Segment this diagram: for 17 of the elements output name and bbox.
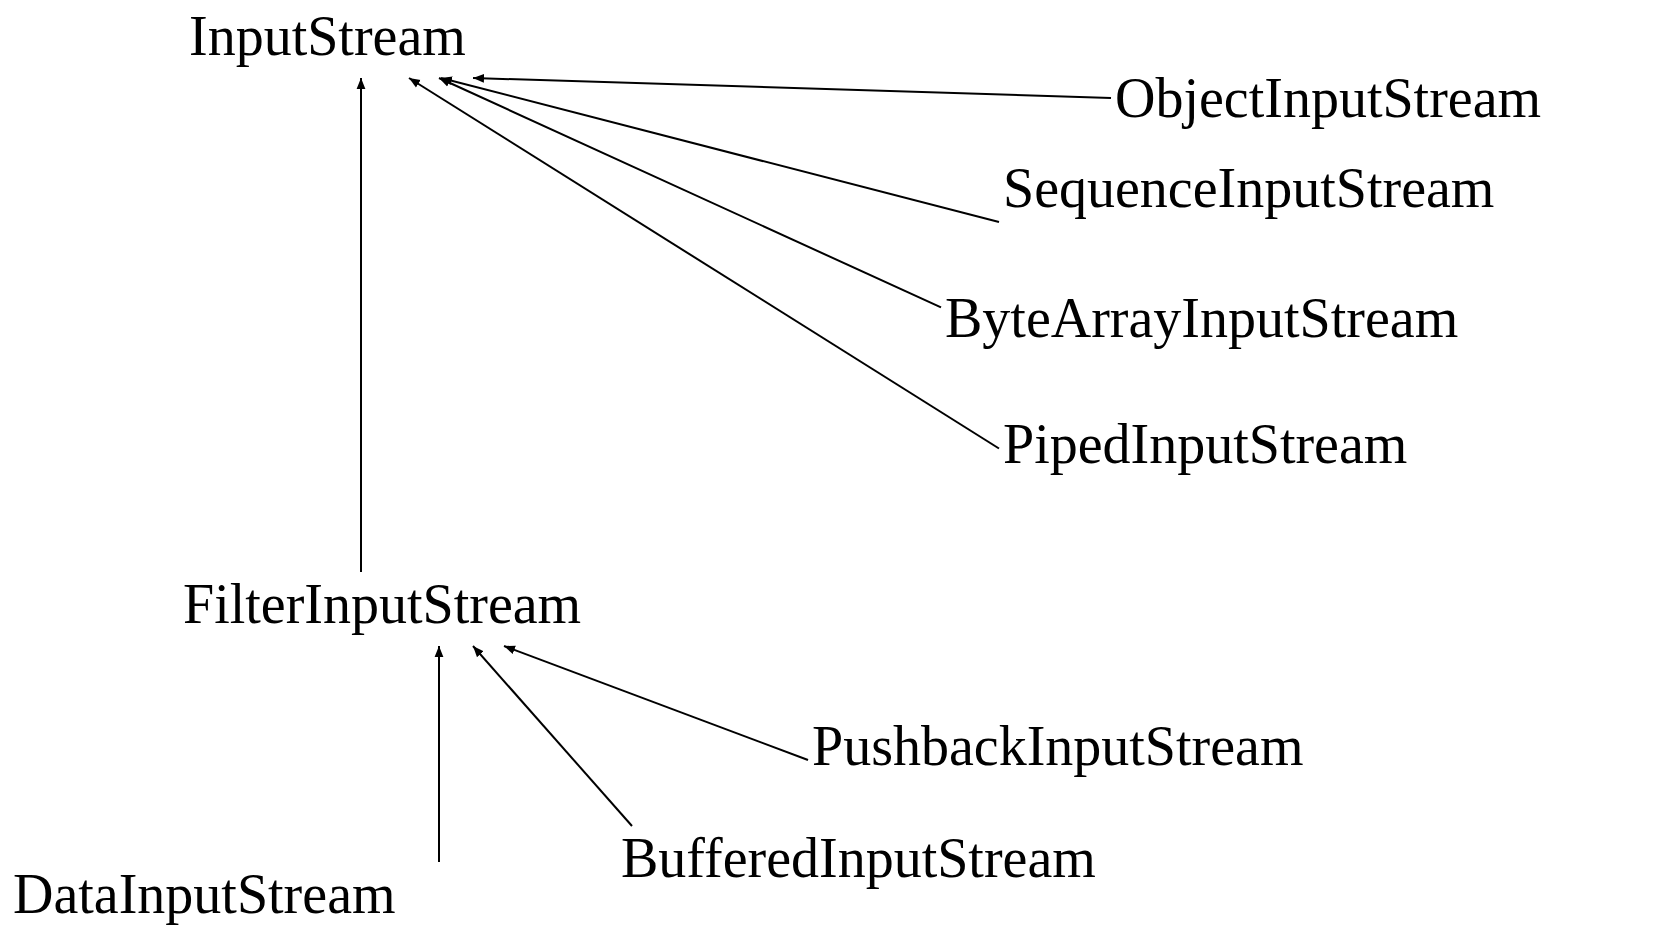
- class-label: SequenceInputStream: [999, 156, 1499, 230]
- inheritance-arrow: [434, 645, 444, 863]
- inheritance-arrow: [440, 76, 1000, 223]
- inheritance-arrow: [356, 77, 366, 573]
- class-label: FilterInputStream: [179, 572, 586, 646]
- inheritance-arrow: [438, 77, 942, 309]
- class-label: PushbackInputStream: [808, 714, 1308, 788]
- class-label: DataInputStream: [9, 862, 400, 935]
- inheritance-arrow: [472, 645, 633, 827]
- class-label: BufferedInputStream: [617, 826, 1100, 900]
- inheritance-arrow: [503, 645, 809, 761]
- inheritance-arrow: [408, 77, 1000, 450]
- inheritance-arrow: [472, 73, 1112, 99]
- class-label: PipedInputStream: [999, 412, 1412, 486]
- class-label: ByteArrayInputStream: [941, 286, 1463, 360]
- class-label: InputStream: [185, 4, 470, 78]
- class-label: ObjectInputStream: [1111, 66, 1546, 140]
